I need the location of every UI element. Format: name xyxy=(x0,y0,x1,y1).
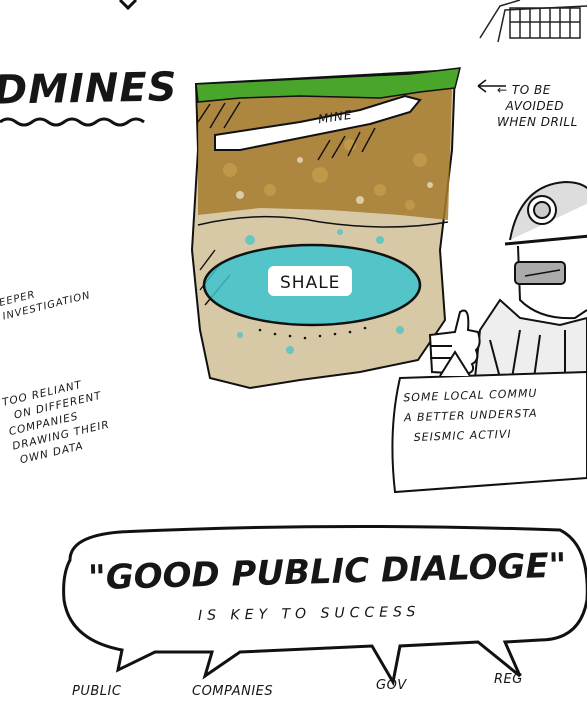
speech-bubble xyxy=(391,370,587,494)
geology-cross-section xyxy=(190,67,461,390)
stakeholder-gov: GOV xyxy=(376,678,407,693)
miner-figure xyxy=(473,180,587,379)
avoid-drilling-note: ← TO BE AVOIDED WHEN DRILL xyxy=(497,83,578,129)
quote-bubble xyxy=(62,524,587,687)
arrow-icon xyxy=(477,79,506,93)
thumbs-up-icon xyxy=(428,309,481,376)
top-left-scribble xyxy=(118,0,138,11)
shale-label: SHALE xyxy=(280,273,341,293)
stakeholder-public: PUBLIC xyxy=(72,684,122,699)
heading-underline xyxy=(0,117,145,127)
stakeholder-companies: COMPANIES xyxy=(192,684,274,699)
stakeholder-reg: REG xyxy=(494,672,523,687)
page-heading: DMINES xyxy=(0,64,178,114)
speech-bubble-text: SOME LOCAL COMMU A BETTER UNDERSTA SEISM… xyxy=(403,386,538,445)
building-sketch xyxy=(479,0,587,43)
